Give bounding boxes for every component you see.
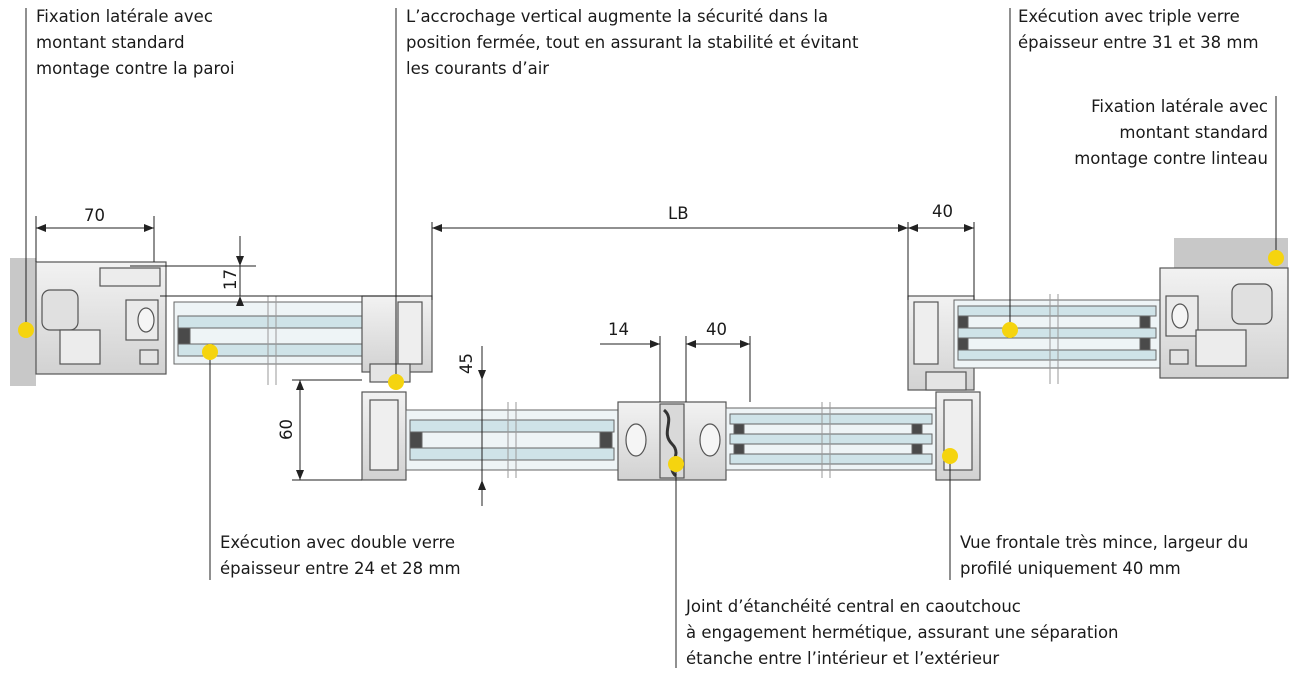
dimension-60: 60 bbox=[277, 419, 296, 440]
marker-double-glass bbox=[202, 344, 218, 360]
dimension-14: 14 bbox=[608, 320, 629, 339]
callout-left-fixation: Fixation latérale avec montant standard … bbox=[36, 4, 235, 82]
callout-line: Fixation latérale avec bbox=[36, 7, 213, 26]
callout-line: Joint d’étanchéité central en caoutchouc bbox=[686, 597, 1021, 616]
dimension-70: 70 bbox=[84, 206, 105, 225]
dimension-40-mid: 40 bbox=[706, 320, 727, 339]
callout-line: L’accrochage vertical augmente la sécuri… bbox=[406, 7, 829, 26]
marker-frontal-view bbox=[942, 448, 958, 464]
callout-line: montant standard bbox=[1119, 123, 1268, 142]
callout-vertical-hook: L’accrochage vertical augmente la sécuri… bbox=[406, 4, 858, 82]
callout-frontal-view: Vue frontale très mince, largeur du prof… bbox=[960, 530, 1248, 582]
callout-line: à engagement hermétique, assurant une sé… bbox=[686, 623, 1119, 642]
left-frame-profile bbox=[35, 261, 167, 375]
callout-triple-glass: Exécution avec triple verre épaisseur en… bbox=[1018, 4, 1259, 56]
callout-line: profilé uniquement 40 mm bbox=[960, 559, 1181, 578]
dimension-17: 17 bbox=[221, 269, 240, 290]
left-glass-double bbox=[173, 296, 385, 385]
dimension-40-top: 40 bbox=[932, 202, 953, 221]
dimension-arrows bbox=[36, 224, 974, 490]
marker-left-fixation bbox=[18, 322, 34, 338]
marker-triple-glass bbox=[1002, 322, 1018, 338]
middle-right-glass bbox=[725, 402, 937, 478]
marker-vertical-hook bbox=[388, 374, 404, 390]
marker-right-fixation bbox=[1268, 250, 1284, 266]
callout-right-fixation: Fixation latérale avec montant standard … bbox=[1074, 94, 1268, 172]
callout-line: les courants d’air bbox=[406, 59, 550, 78]
callout-central-seal: Joint d’étanchéité central en caoutchouc… bbox=[686, 594, 1119, 672]
dimension-lb: LB bbox=[668, 204, 689, 223]
callout-line: épaisseur entre 24 et 28 mm bbox=[220, 559, 461, 578]
middle-left-frame bbox=[361, 391, 407, 481]
dimension-45: 45 bbox=[457, 353, 476, 374]
callout-line: Vue frontale très mince, largeur du bbox=[960, 533, 1249, 552]
callout-line: Exécution avec double verre bbox=[220, 533, 456, 552]
callout-line: Exécution avec triple verre bbox=[1018, 7, 1240, 26]
callout-double-glass: Exécution avec double verre épaisseur en… bbox=[220, 530, 461, 582]
left-sash-profile bbox=[361, 295, 433, 383]
callout-markers bbox=[18, 250, 1284, 472]
middle-right-frame bbox=[935, 391, 981, 481]
right-lintel bbox=[1174, 238, 1288, 268]
marker-central-seal bbox=[668, 456, 684, 472]
left-wall bbox=[10, 258, 36, 386]
callout-line: montage contre linteau bbox=[1074, 149, 1268, 168]
callout-line: Fixation latérale avec bbox=[1091, 97, 1268, 116]
callout-line: épaisseur entre 31 et 38 mm bbox=[1018, 33, 1259, 52]
callout-line: montage contre la paroi bbox=[36, 59, 235, 78]
callout-line: position fermée, tout en assurant la sta… bbox=[406, 33, 859, 52]
callout-leader-lines bbox=[25, 8, 1277, 668]
right-frame-profile bbox=[1159, 267, 1289, 379]
right-glass-triple bbox=[953, 294, 1161, 384]
callout-line: étanche entre l’intérieur et l’extérieur bbox=[686, 649, 1000, 668]
callout-line: montant standard bbox=[36, 33, 185, 52]
middle-left-glass bbox=[405, 402, 619, 478]
